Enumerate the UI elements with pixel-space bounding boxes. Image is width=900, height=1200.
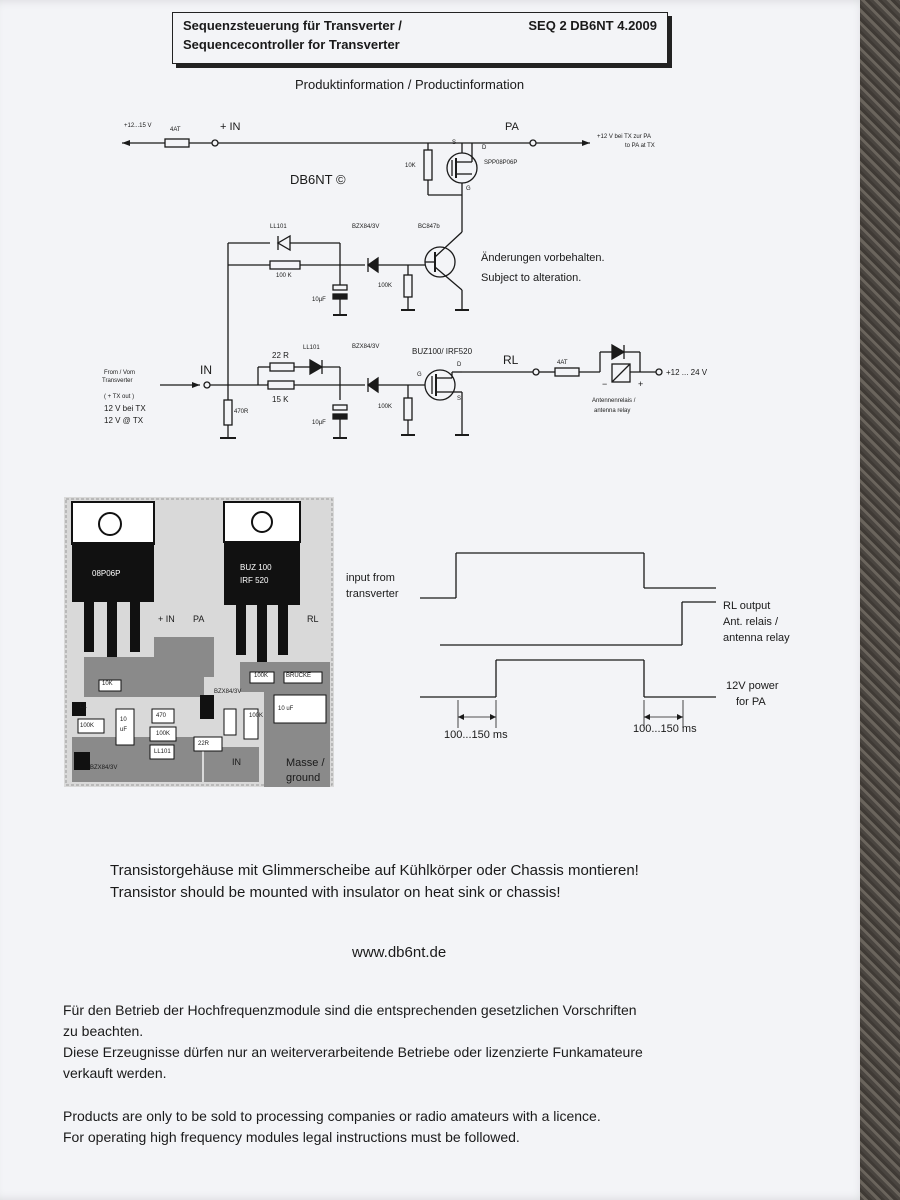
label-cap-a: 10µF	[312, 297, 326, 303]
label-from-1: From / Vom	[104, 370, 136, 376]
label-from-5: 12 V @ TX	[104, 416, 144, 425]
title-german: Sequenzsteuerung für Transverter /	[183, 18, 402, 33]
mount-note-german: Transistorgehäuse mit Glimmerscheibe auf…	[110, 862, 639, 879]
pcb-layout	[64, 497, 334, 787]
pcb-c-10k: 10K	[102, 681, 113, 687]
label-r470: 470R	[234, 409, 249, 415]
label-pin-g2: G	[417, 372, 422, 378]
timing-input-2: transverter	[346, 588, 399, 600]
timing-pwr-1: 12V power	[726, 680, 779, 692]
pcb-label-rl: RL	[307, 614, 319, 624]
timing-delay-2: 100...150 ms	[633, 723, 697, 735]
note-german: Änderungen vorbehalten.	[481, 252, 605, 264]
timing-rl-2: Ant. relais /	[723, 616, 779, 628]
timing-pwr-2: for PA	[736, 696, 766, 708]
pcb-c-22r: 22R	[198, 741, 210, 747]
model-info: SEQ 2 DB6NT 4.2009	[528, 18, 657, 33]
label-in: IN	[200, 363, 212, 377]
label-mosfet2: BUZ100/ IRF520	[412, 347, 473, 356]
label-relay-2: antenna relay	[594, 408, 631, 414]
legal-german-4: verkauft werden.	[63, 1065, 167, 1081]
label-r100k-a: 100 K	[276, 273, 292, 279]
note-english: Subject to alteration.	[481, 272, 582, 284]
label-r100k-b: 100K	[378, 283, 393, 289]
website-link: www.db6nt.de	[352, 944, 447, 961]
pcb-c-100k-b: 100K	[156, 731, 171, 737]
label-zener1: BZX84/3V	[352, 224, 380, 230]
mount-note-english: Transistor should be mounted with insula…	[110, 884, 561, 901]
pcb-c-10uf-a-1: 10	[120, 717, 127, 723]
pcb-c-100k-a: 100K	[254, 673, 269, 679]
pcb-c-470: 470	[156, 713, 167, 719]
title-english: Sequencecontroller for Transverter	[183, 37, 400, 52]
pcb-c-bruecke: BRÜCKE	[286, 673, 312, 679]
legal-english-2: For operating high frequency modules leg…	[63, 1129, 520, 1145]
background-carpet	[860, 0, 900, 1200]
label-pin-d2: D	[457, 362, 462, 368]
label-r22: 22 R	[272, 351, 289, 360]
schematic-diagram	[122, 138, 716, 728]
label-pa: PA	[505, 121, 519, 133]
legal-german-3: Diese Erzeugnisse dürfen nur an weiterve…	[63, 1044, 643, 1060]
label-r100k-c: 100K	[378, 404, 393, 410]
timing-input-1: input from	[346, 572, 395, 584]
legal-german-2: zu beachten.	[63, 1023, 144, 1039]
label-fuse1: 4AT	[170, 127, 181, 133]
pcb-pkg2-line2: IRF 520	[240, 576, 269, 585]
pcb-c-100k-d: 100K	[249, 713, 264, 719]
pcb-pkg1: 08P06P	[92, 569, 121, 578]
label-in-plus: + IN	[220, 121, 241, 133]
label-r15k: 15 K	[272, 395, 289, 404]
pcb-c-100k-c: 100K	[80, 723, 95, 729]
label-relay-plus: +	[638, 379, 644, 389]
label-rl: RL	[503, 353, 519, 367]
timing-rl-1: RL output	[723, 600, 771, 612]
pcb-masse-1: Masse /	[286, 757, 325, 769]
copyright-label: DB6NT ©	[290, 172, 346, 187]
pcb-c-10uf-b: 10 uF	[278, 706, 294, 712]
label-pin-s: S	[452, 140, 457, 146]
label-from-4: 12 V bei TX	[104, 404, 146, 413]
timing-delay-1: 100...150 ms	[444, 729, 508, 741]
legal-english-1: Products are only to be sold to processi…	[63, 1108, 601, 1124]
label-mosfet1: SPP08P06P	[484, 160, 518, 166]
label-fuse2: 4AT	[557, 360, 568, 366]
pcb-label-in2: IN	[232, 757, 241, 767]
label-ll101-b: LL101	[303, 345, 320, 351]
pcb-label-in: + IN	[158, 614, 175, 624]
pcb-c-10uf-a-2: uF	[120, 727, 128, 733]
legal-german-1: Für den Betrieb der Hochfrequenzmodule s…	[63, 1002, 637, 1018]
label-supply: +12...15 V	[124, 123, 152, 129]
pcb-c-ll: LL	[80, 704, 87, 710]
label-ll101-a: LL101	[270, 224, 287, 230]
header-box: Sequenzsteuerung für Transverter / Seque…	[172, 12, 668, 64]
label-pin-d: D	[482, 145, 487, 151]
label-from-3: ( + TX out )	[104, 394, 135, 400]
pcb-c-bzx-b: BZX84/3V	[90, 765, 118, 771]
label-r10k: 10K	[405, 163, 416, 169]
pcb-c-bzx-a: BZX84/3V	[214, 689, 242, 695]
label-pa-note-1: +12 V bei TX zur PA	[597, 134, 651, 140]
label-zener2: BZX84/3V	[352, 344, 380, 350]
pcb-pkg2-line1: BUZ 100	[240, 563, 272, 572]
label-pin-g: G	[466, 186, 471, 192]
label-relay-1: Antennenrelais /	[592, 398, 636, 404]
pcb-label-pa: PA	[193, 614, 205, 624]
label-relay-supply: +12 ... 24 V	[666, 368, 708, 377]
label-cap-b: 10µF	[312, 420, 326, 426]
pcb-masse-2: ground	[286, 772, 321, 784]
label-pa-note-2: to PA at TX	[625, 143, 655, 149]
label-bc847b: BC847b	[418, 224, 440, 230]
label-pin-s2: S	[457, 396, 462, 402]
timing-rl-3: antenna relay	[723, 632, 790, 644]
subtitle: Produktinformation / Productinformation	[295, 77, 525, 92]
label-from-2: Transverter	[102, 378, 133, 384]
pcb-c-ll101: LL101	[154, 749, 171, 755]
label-relay-minus: −	[602, 379, 608, 389]
